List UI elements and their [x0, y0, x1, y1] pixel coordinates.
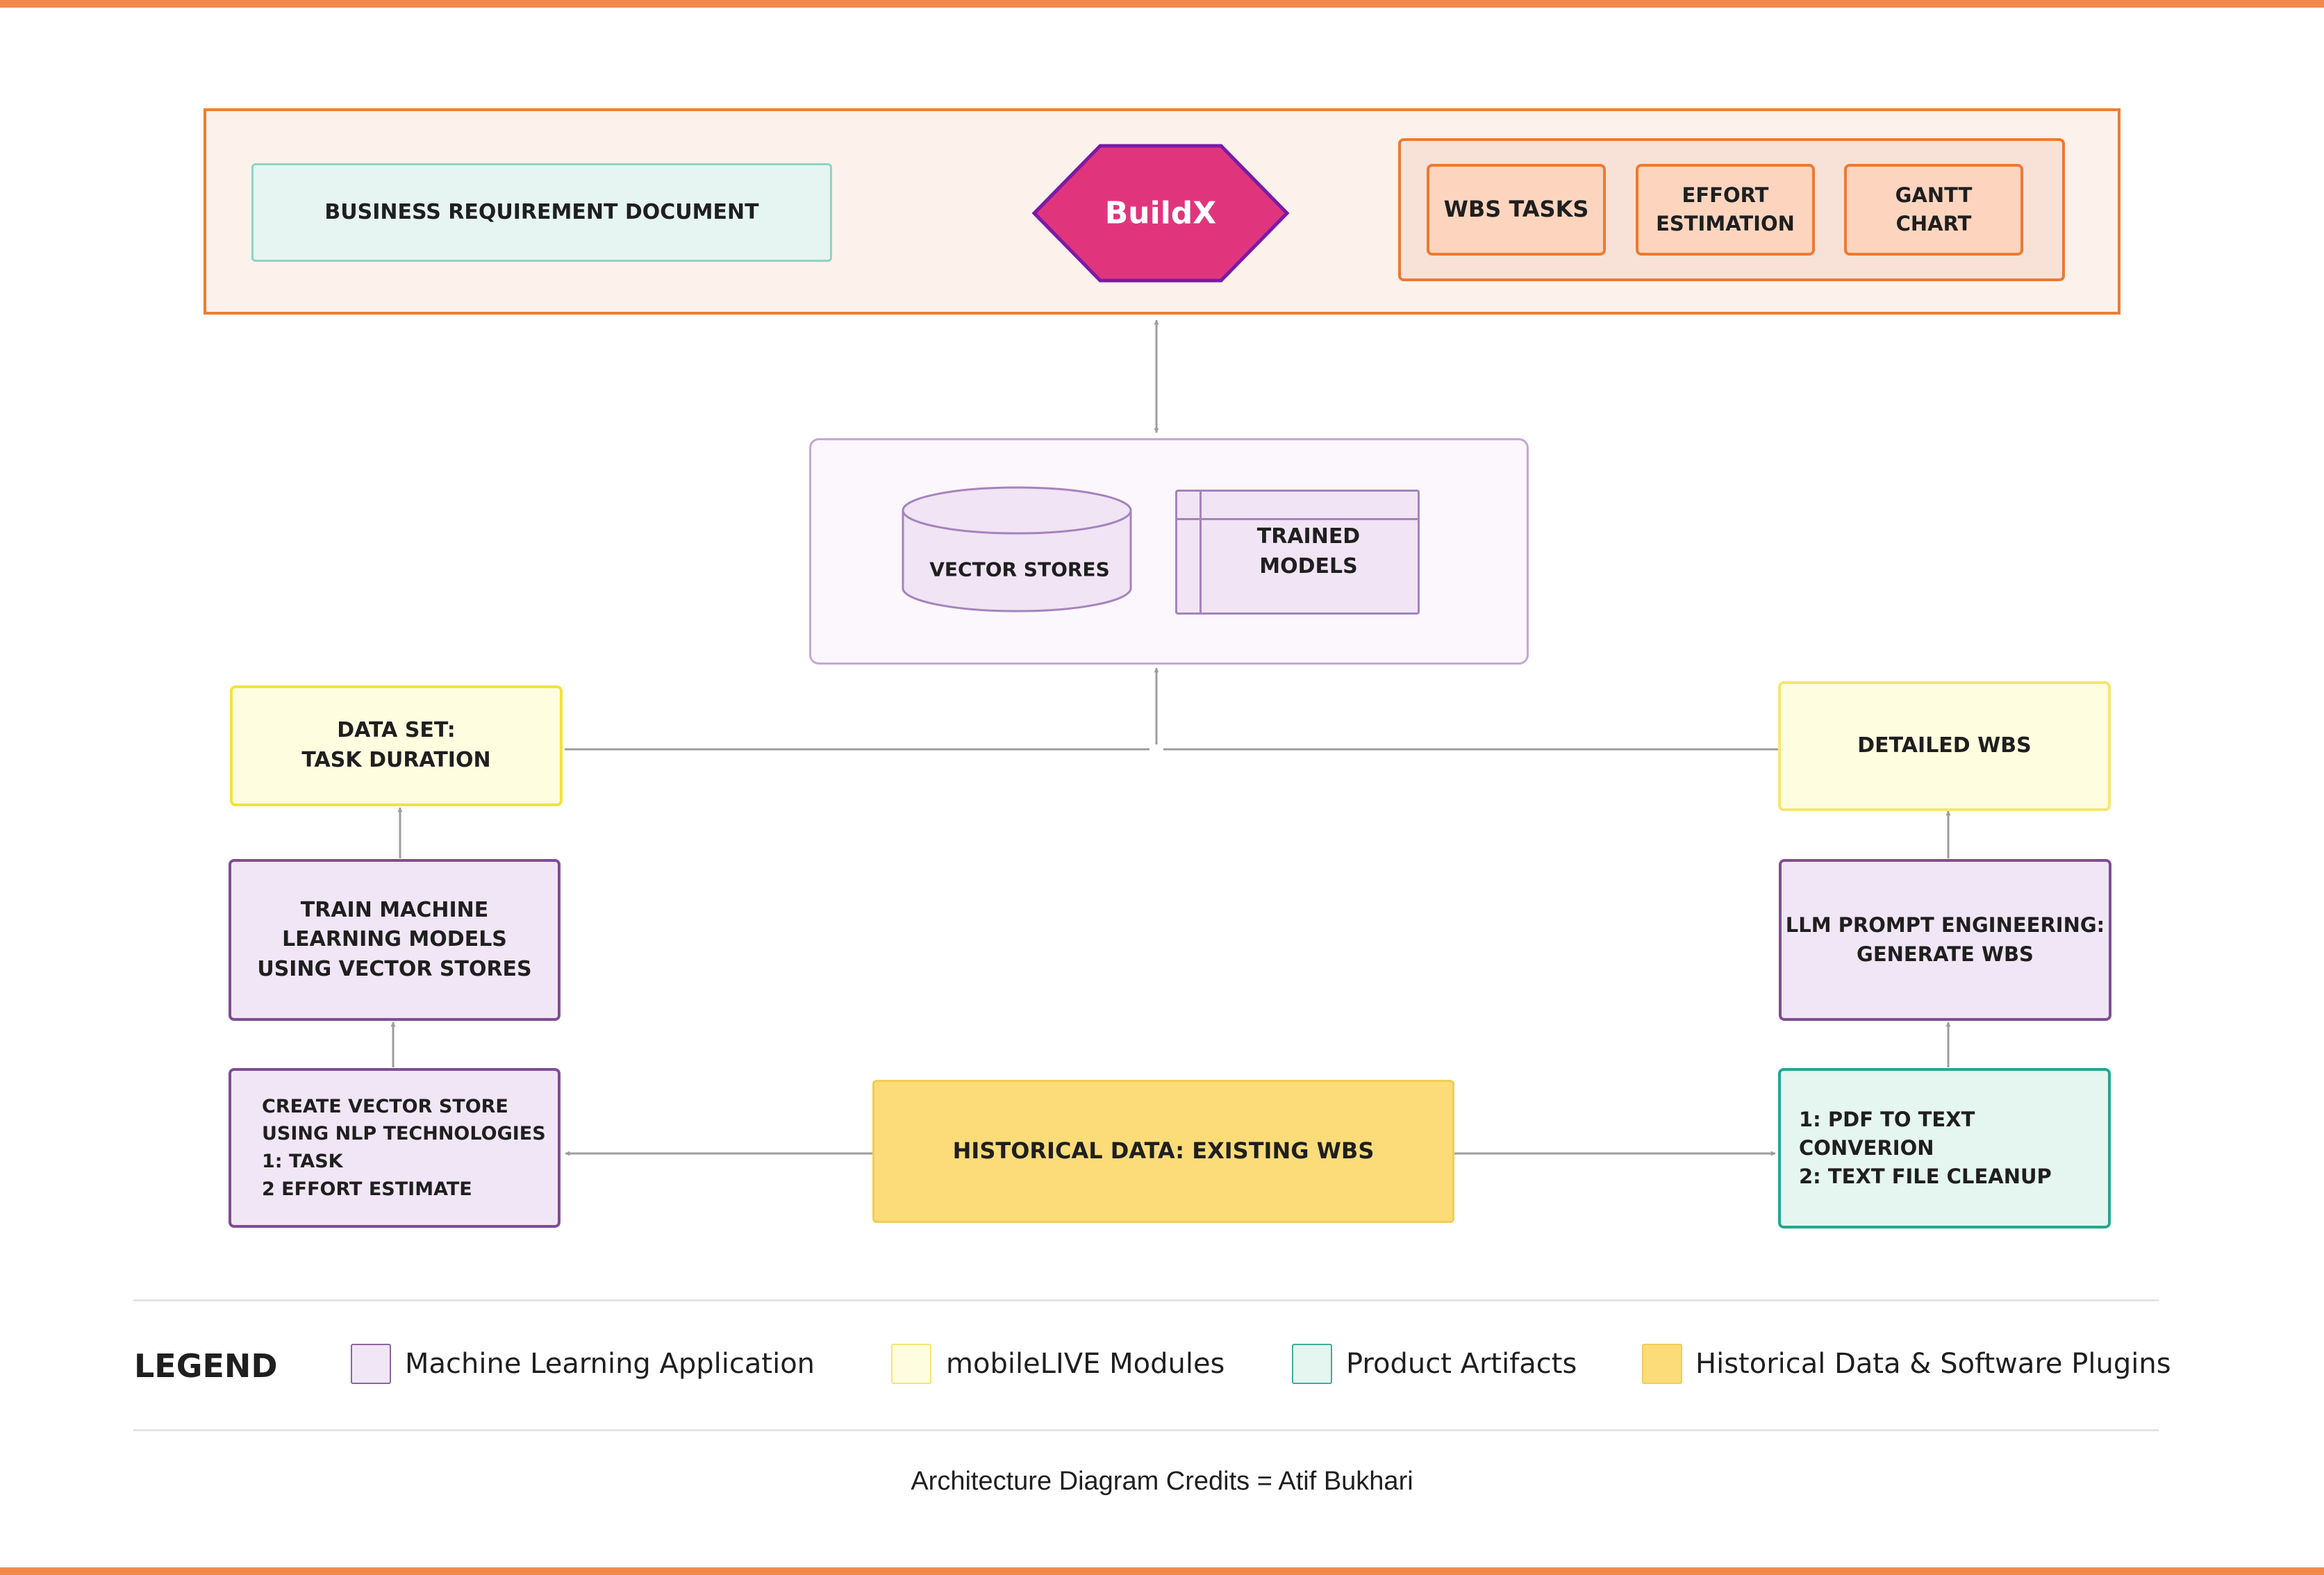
legend-swatch-machine-learning — [351, 1344, 391, 1384]
train-models-label: TRAIN MACHINE LEARNING MODELS USING VECT… — [257, 897, 532, 981]
legend-label-mobilelive: mobileLIVE Modules — [946, 1348, 1225, 1380]
gantt-chart-node: GANTT CHART — [1844, 164, 2023, 256]
historical-data-node: HISTORICAL DATA: EXISTING WBS — [872, 1080, 1454, 1223]
legend-label-product-artifacts: Product Artifacts — [1346, 1348, 1577, 1380]
buildx-hexagon-shape — [1031, 144, 1290, 283]
trained-models-label: TRAINED MODELS — [1256, 524, 1361, 578]
pdf-to-text-label: 1: PDF TO TEXT CONVERION 2: TEXT FILE CL… — [1799, 1107, 2052, 1189]
legend-label-historical-data: Historical Data & Software Plugins — [1695, 1348, 2171, 1380]
effort-estimation-label: EFFORT ESTIMATION — [1656, 183, 1795, 235]
buildx-label: BuildX — [1105, 196, 1217, 231]
historical-data-label: HISTORICAL DATA: EXISTING WBS — [952, 1138, 1375, 1165]
train-models-node: TRAIN MACHINE LEARNING MODELS USING VECT… — [229, 859, 561, 1021]
vector-stores-cylinder-body — [902, 510, 1132, 612]
legend-swatch-mobilelive — [891, 1344, 931, 1384]
brd-label: BUSINESS REQUIREMENT DOCUMENT — [324, 199, 759, 224]
effort-estimation-node: EFFORT ESTIMATION — [1636, 164, 1815, 256]
trained-models-node: TRAINED MODELS — [1175, 490, 1420, 615]
vector-stores-label: VECTOR STORES — [929, 558, 1109, 581]
wbs-tasks-node: WBS TASKS — [1427, 164, 1606, 256]
llm-prompt-engineering-node: LLM PROMPT ENGINEERING: GENERATE WBS — [1779, 859, 2111, 1021]
trained-models-header-line — [1177, 518, 1418, 520]
trained-models-side-line — [1200, 492, 1202, 612]
buildx-hexagon-node: BuildX — [1031, 144, 1290, 283]
business-requirement-document-node: BUSINESS REQUIREMENT DOCUMENT — [251, 163, 832, 262]
dataset-task-duration-node: DATA SET: TASK DURATION — [230, 685, 563, 806]
llm-prompt-engineering-label: LLM PROMPT ENGINEERING: GENERATE WBS — [1785, 913, 2105, 966]
pdf-to-text-node: 1: PDF TO TEXT CONVERION 2: TEXT FILE CL… — [1778, 1068, 2111, 1228]
diagram-credits: Architecture Diagram Credits = Atif Bukh… — [911, 1467, 1413, 1496]
detailed-wbs-node: DETAILED WBS — [1778, 681, 2111, 811]
vector-stores-node: VECTOR STORES — [902, 486, 1132, 612]
legend-top-divider — [133, 1299, 2159, 1301]
wbs-tasks-label: WBS TASKS — [1443, 196, 1589, 223]
detailed-wbs-label: DETAILED WBS — [1857, 733, 2032, 758]
bottom-accent-bar — [0, 1567, 2324, 1575]
create-vector-store-label: CREATE VECTOR STORE USING NLP TECHNOLOGI… — [262, 1095, 546, 1200]
dataset-label: DATA SET: TASK DURATION — [301, 718, 491, 772]
gantt-chart-label: GANTT CHART — [1895, 183, 1973, 235]
legend-swatch-historical-data — [1642, 1344, 1682, 1384]
legend-label-machine-learning: Machine Learning Application — [405, 1348, 815, 1380]
legend-bottom-divider — [133, 1429, 2159, 1431]
vector-stores-cylinder-top — [902, 486, 1132, 535]
create-vector-store-node: CREATE VECTOR STORE USING NLP TECHNOLOGI… — [229, 1068, 561, 1228]
legend-title: LEGEND — [134, 1347, 278, 1385]
legend-swatch-product-artifacts — [1292, 1344, 1332, 1384]
top-accent-bar — [0, 0, 2324, 8]
